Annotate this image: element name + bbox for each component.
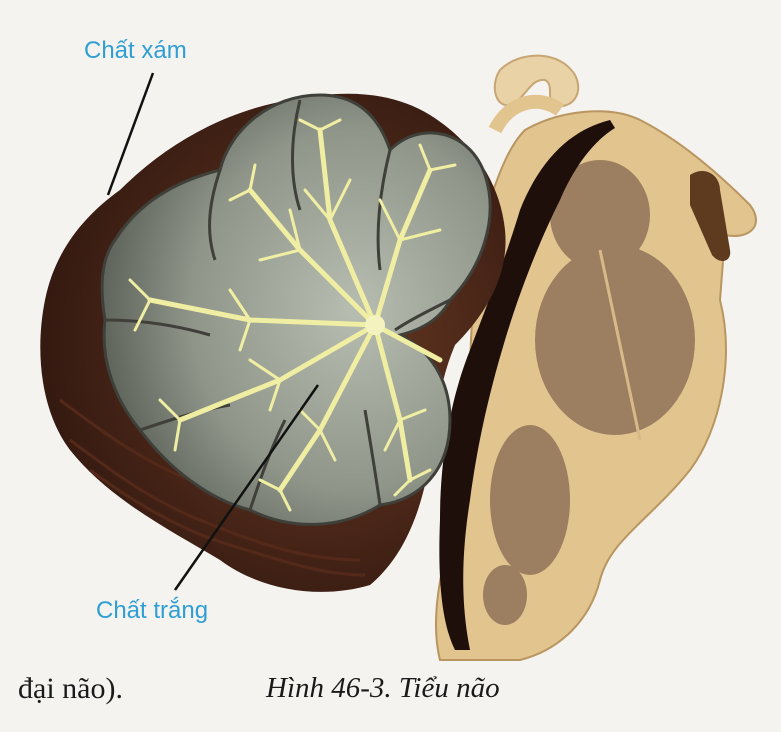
figure-caption: Hình 46-3. Tiểu não bbox=[266, 672, 500, 705]
gray-matter-label: Chất xám bbox=[84, 37, 187, 65]
body-text-fragment: đại não). bbox=[18, 672, 123, 706]
white-matter-label: Chất trắng bbox=[96, 597, 208, 625]
